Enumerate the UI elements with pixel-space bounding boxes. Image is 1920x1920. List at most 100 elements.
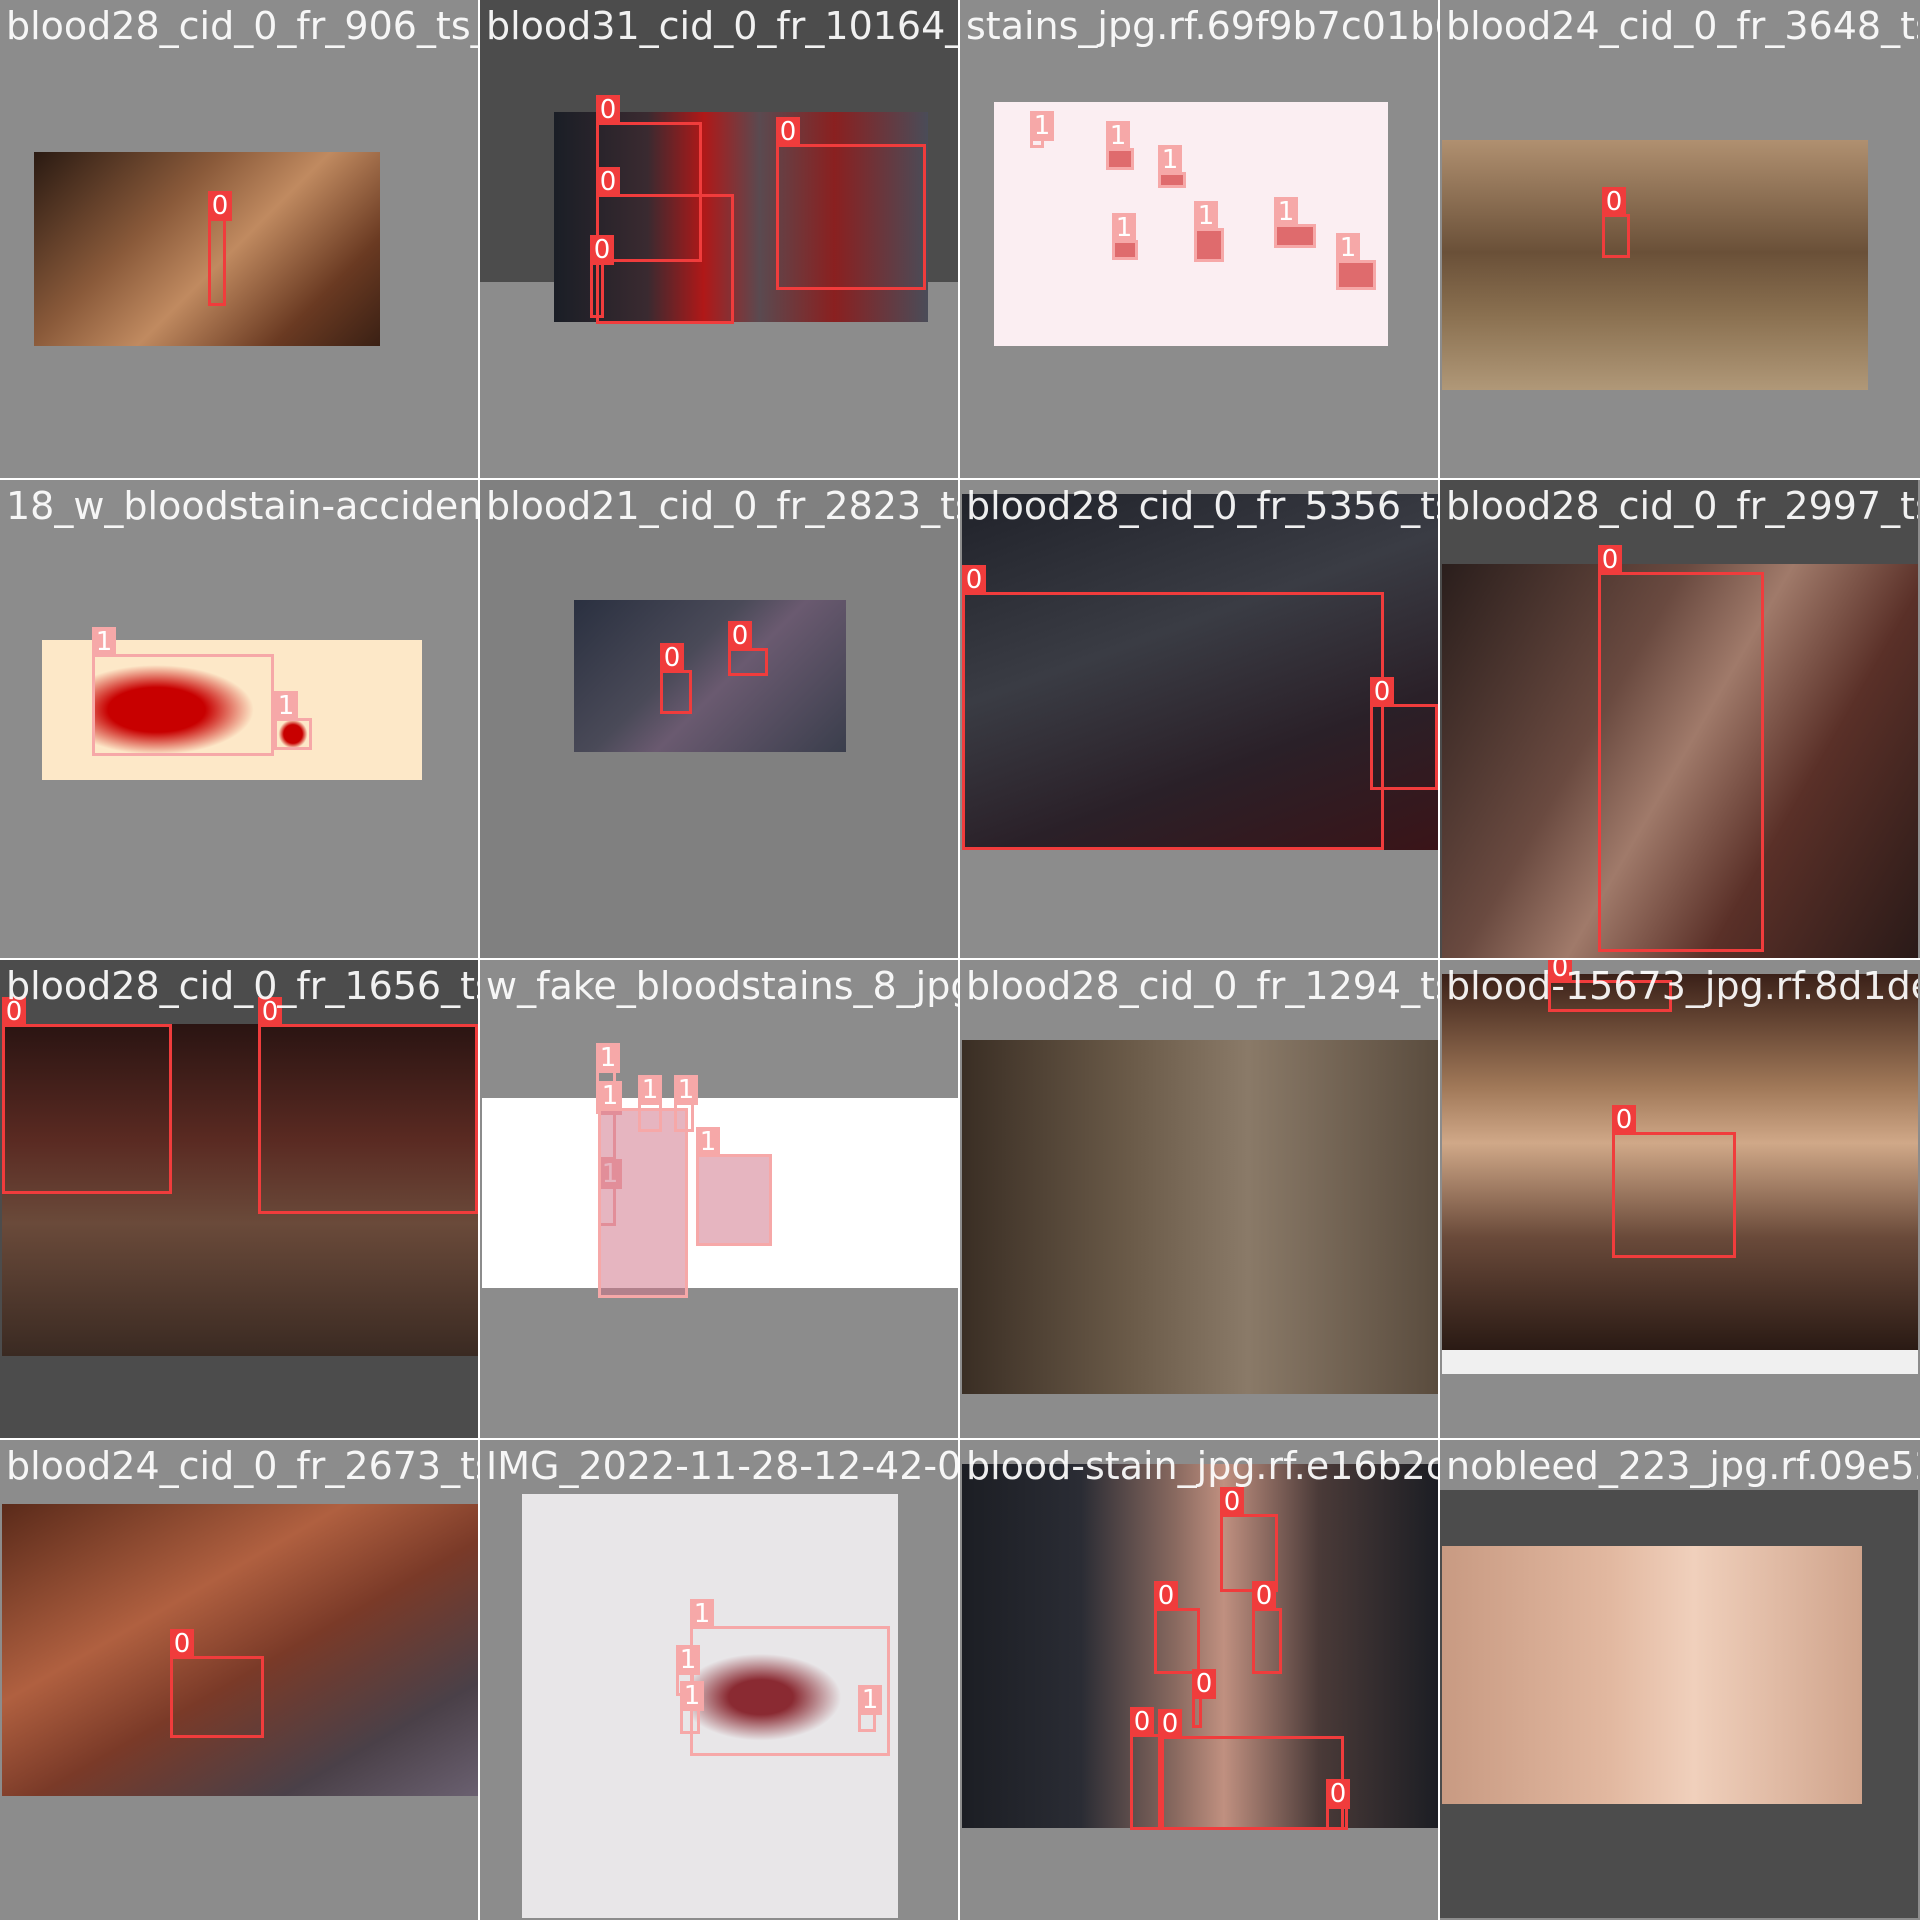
tile-4: 1 1 18_w_bloodstain-accident_42_jpg.rf.2… — [0, 480, 478, 958]
photo — [2, 1504, 478, 1796]
bbox: 0 — [660, 643, 692, 714]
bbox: 0 — [1598, 545, 1764, 952]
bbox-label: 1 — [1106, 121, 1130, 151]
photo — [994, 102, 1388, 346]
bbox-label: 0 — [1252, 1581, 1276, 1611]
bbox: 0 — [208, 191, 232, 306]
bbox-label: 0 — [208, 191, 232, 221]
bbox: 0 — [590, 235, 614, 318]
bbox-label: 0 — [660, 643, 684, 673]
photo — [574, 600, 846, 752]
tile-caption: IMG_2022-11-28-12-42-00-Blood_jpg — [486, 1444, 958, 1488]
photo — [962, 494, 1438, 850]
bbox-label: 0 — [596, 167, 620, 197]
bbox-label: 0 — [1598, 545, 1622, 575]
bbox-label: 1 — [596, 1043, 620, 1073]
bbox-label: 1 — [690, 1599, 714, 1629]
bbox: 1 — [690, 1599, 890, 1756]
bbox: 0 — [596, 167, 734, 324]
bbox-label: 1 — [638, 1075, 662, 1105]
tile-caption: blood28_cid_0_fr_1656_ts_00-00-55-200_jp… — [6, 964, 478, 1008]
grid-divider — [0, 1438, 1920, 1440]
bbox: 0 — [2, 997, 172, 1194]
photo — [1442, 1546, 1862, 1804]
bbox: 0 — [1252, 1581, 1282, 1674]
bbox: 1 — [1336, 233, 1376, 290]
bbox: 0 — [728, 621, 768, 676]
bbox: 1 — [92, 627, 274, 756]
tile-caption: stains_jpg.rf.69f9b7c01b678924e7df5601 — [966, 4, 1438, 48]
tile-12: 0 blood24_cid_0_fr_2673_ts_00-01-29-100_… — [0, 1440, 478, 1918]
bbox-label: 1 — [680, 1681, 704, 1711]
bbox-label: 0 — [596, 95, 620, 125]
bbox-label: 1 — [1158, 145, 1182, 175]
grid-divider — [478, 0, 480, 1920]
bbox-label: 0 — [962, 565, 986, 595]
tile-caption: blood-stain_jpg.rf.e16b2c3349651f3 — [966, 1444, 1438, 1488]
tile-3: 0 blood24_cid_0_fr_3648_ts_ — [1440, 0, 1918, 478]
photo — [34, 152, 380, 346]
grid-divider — [958, 0, 960, 1920]
bbox-label: 1 — [1112, 213, 1136, 243]
bbox-label: 0 — [1154, 1581, 1178, 1611]
tile-6: 0 0 blood28_cid_0_fr_5356_ts_00-02-58-53… — [960, 480, 1438, 958]
bbox-label: 0 — [1192, 1669, 1216, 1699]
tile-11: 0 0 blood-15673_jpg.rf.8d1deabc — [1440, 960, 1918, 1438]
tile-1: 0 0 0 0 blood31_cid_0_fr_10164_ts_00-05-… — [480, 0, 958, 478]
tile-caption: blood28_cid_0_fr_2997_ts_ — [1446, 484, 1918, 528]
bbox: 1 — [696, 1127, 772, 1246]
bbox-label: 1 — [858, 1685, 882, 1715]
grid-divider — [1438, 0, 1440, 1920]
tile-caption: 18_w_bloodstain-accident_42_jpg.rf.21c1a… — [6, 484, 478, 528]
tile-5: 0 0 blood21_cid_0_fr_2823_ts_00-01-34-10… — [480, 480, 958, 958]
bbox: 0 — [1158, 1709, 1344, 1830]
tile-caption: blood24_cid_0_fr_2673_ts_00-01-29-100_jp… — [6, 1444, 478, 1488]
tile-2: 1 1 1 1 1 1 1 stains_jpg.rf.69f9b7c01b67… — [960, 0, 1438, 478]
photo — [962, 1040, 1438, 1394]
tile-caption: w_fake_bloodstains_8_jpg.rf.08275f9b0 — [486, 964, 958, 1008]
photo — [962, 1464, 1438, 1828]
bbox-label: 1 — [598, 1081, 622, 1111]
tile-caption: blood28_cid_0_fr_906_ts_00-00-30-200_jpg — [6, 4, 478, 48]
bbox-label: 0 — [1370, 677, 1394, 707]
bbox: 0 — [776, 117, 926, 290]
photo — [2, 1024, 478, 1356]
bbox-label: 0 — [728, 621, 752, 651]
photo — [1442, 974, 1918, 1350]
bbox-label: 0 — [170, 1629, 194, 1659]
bbox-label: 0 — [590, 235, 614, 265]
tile-15: nobleed_223_jpg.rf.09e52ab — [1440, 1440, 1918, 1918]
tile-14: 0 0 0 0 0 0 0 blood-stain_jpg.rf.e16b2c3… — [960, 1440, 1438, 1918]
bbox: 0 — [1220, 1487, 1278, 1592]
bbox-label: 1 — [274, 691, 298, 721]
tile-caption: blood21_cid_0_fr_2823_ts_00-01-34-100_jp… — [486, 484, 958, 528]
bbox: 0 — [1154, 1581, 1200, 1674]
bbox-label: 1 — [674, 1075, 698, 1105]
bbox: 1 — [1194, 201, 1224, 262]
bbox-label: 0 — [776, 117, 800, 147]
grid-divider — [0, 478, 1920, 480]
tile-background-band — [1440, 1440, 1918, 1490]
bbox-label: 1 — [92, 627, 116, 657]
tile-caption: blood24_cid_0_fr_3648_ts_ — [1446, 4, 1918, 48]
tile-caption: blood31_cid_0_fr_10164_ts_00-05-38-800_j… — [486, 4, 958, 48]
bbox: 1 — [1106, 121, 1134, 170]
bbox-label: 1 — [676, 1645, 700, 1675]
bbox-label: 0 — [1326, 1779, 1350, 1809]
bbox: 0 — [1602, 187, 1630, 258]
bbox-label: 0 — [258, 997, 282, 1027]
bbox: 1 — [598, 1081, 688, 1298]
bbox: 0 — [1612, 1105, 1736, 1258]
tile-caption: blood28_cid_0_fr_1294_ts_00-00-43-133_jp… — [966, 964, 1438, 1008]
bbox-label: 0 — [1602, 187, 1626, 217]
photo — [1442, 140, 1868, 390]
grid-divider — [0, 958, 1920, 960]
bbox: 0 — [1370, 677, 1438, 790]
bbox: 1 — [274, 691, 312, 750]
bbox: 0 — [258, 997, 478, 1214]
bbox: 0 — [170, 1629, 264, 1738]
tile-13: 1 1 1 1 IMG_2022-11-28-12-42-00-Blood_jp… — [480, 1440, 958, 1918]
bbox: 1 — [1112, 213, 1138, 260]
bbox-label: 1 — [696, 1127, 720, 1157]
